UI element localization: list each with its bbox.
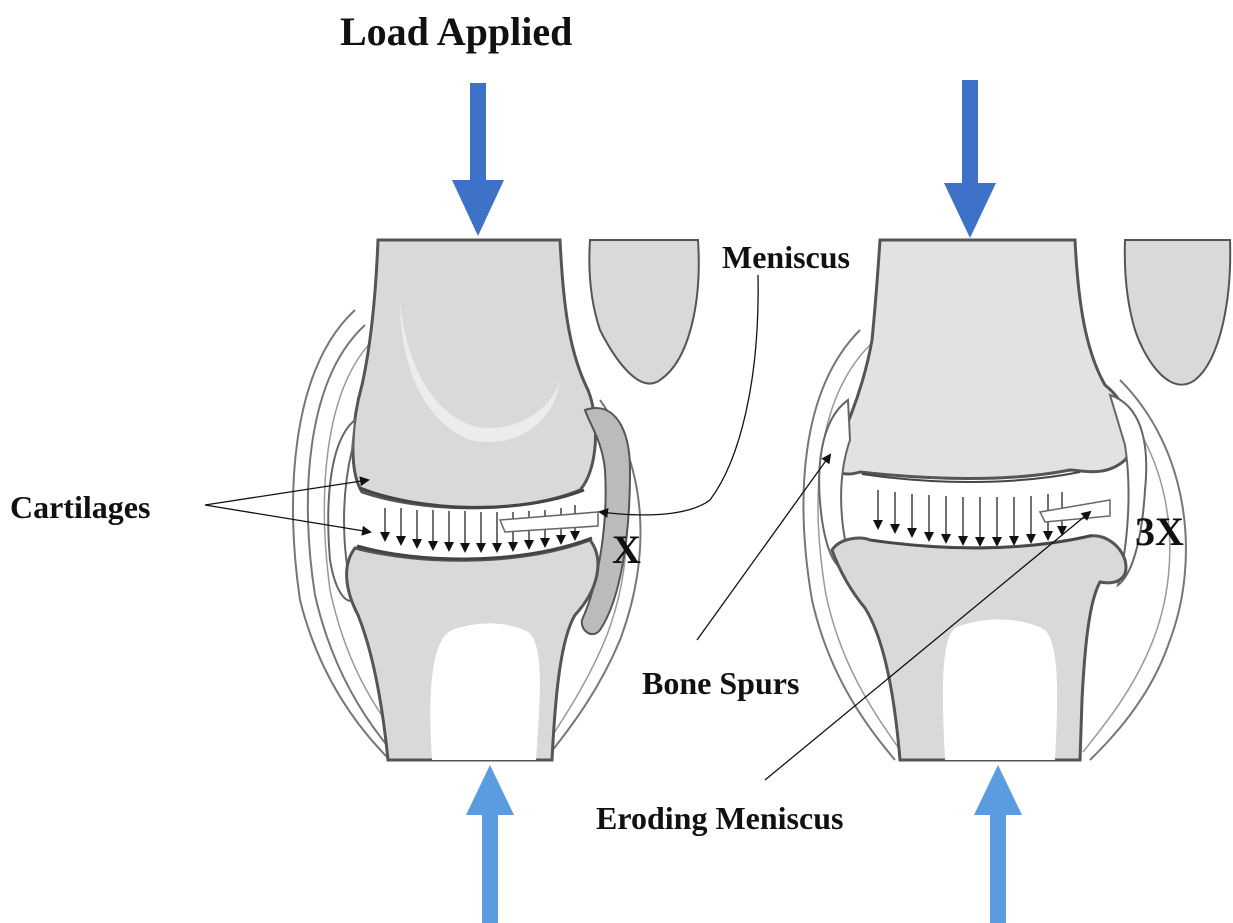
- reaction-arrow-right: [974, 765, 1022, 923]
- load-arrow-left: [452, 83, 504, 236]
- title: Load Applied: [340, 9, 572, 54]
- bone-spurs-label: Bone Spurs: [642, 665, 799, 701]
- arthritic-force-arrows: [878, 490, 1062, 545]
- eroding-meniscus-label: Eroding Meniscus: [596, 800, 843, 836]
- healthy-fibula: [589, 240, 698, 384]
- reaction-arrow-left: [466, 765, 514, 923]
- healthy-femur: [353, 240, 596, 508]
- cartilages-label: Cartilages: [10, 489, 150, 525]
- arthritic-femur: [833, 240, 1132, 479]
- load-arrow-right: [944, 80, 996, 238]
- arthritic-knee: [804, 240, 1231, 760]
- arthritic-fibula: [1125, 240, 1230, 385]
- arthritic-load-label: 3X: [1135, 509, 1184, 554]
- healthy-knee: [293, 240, 699, 760]
- healthy-load-label: X: [612, 527, 641, 572]
- meniscus-label: Meniscus: [722, 239, 850, 275]
